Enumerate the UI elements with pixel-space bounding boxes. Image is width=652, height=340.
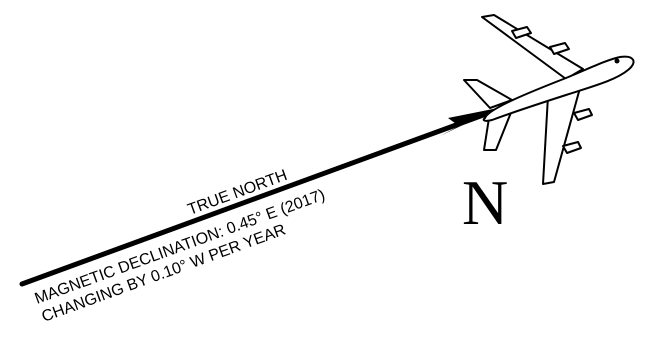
airplane-icon <box>464 15 634 184</box>
north-letter: N <box>462 167 508 238</box>
magnetic-declination-label: MAGNETIC DECLINATION: 0.45° E (2017) <box>33 187 328 308</box>
true-north-arrow-line <box>22 114 486 284</box>
cockpit-window <box>615 59 620 64</box>
declination-change-label: CHANGING BY 0.10° W PER YEAR <box>40 221 289 325</box>
